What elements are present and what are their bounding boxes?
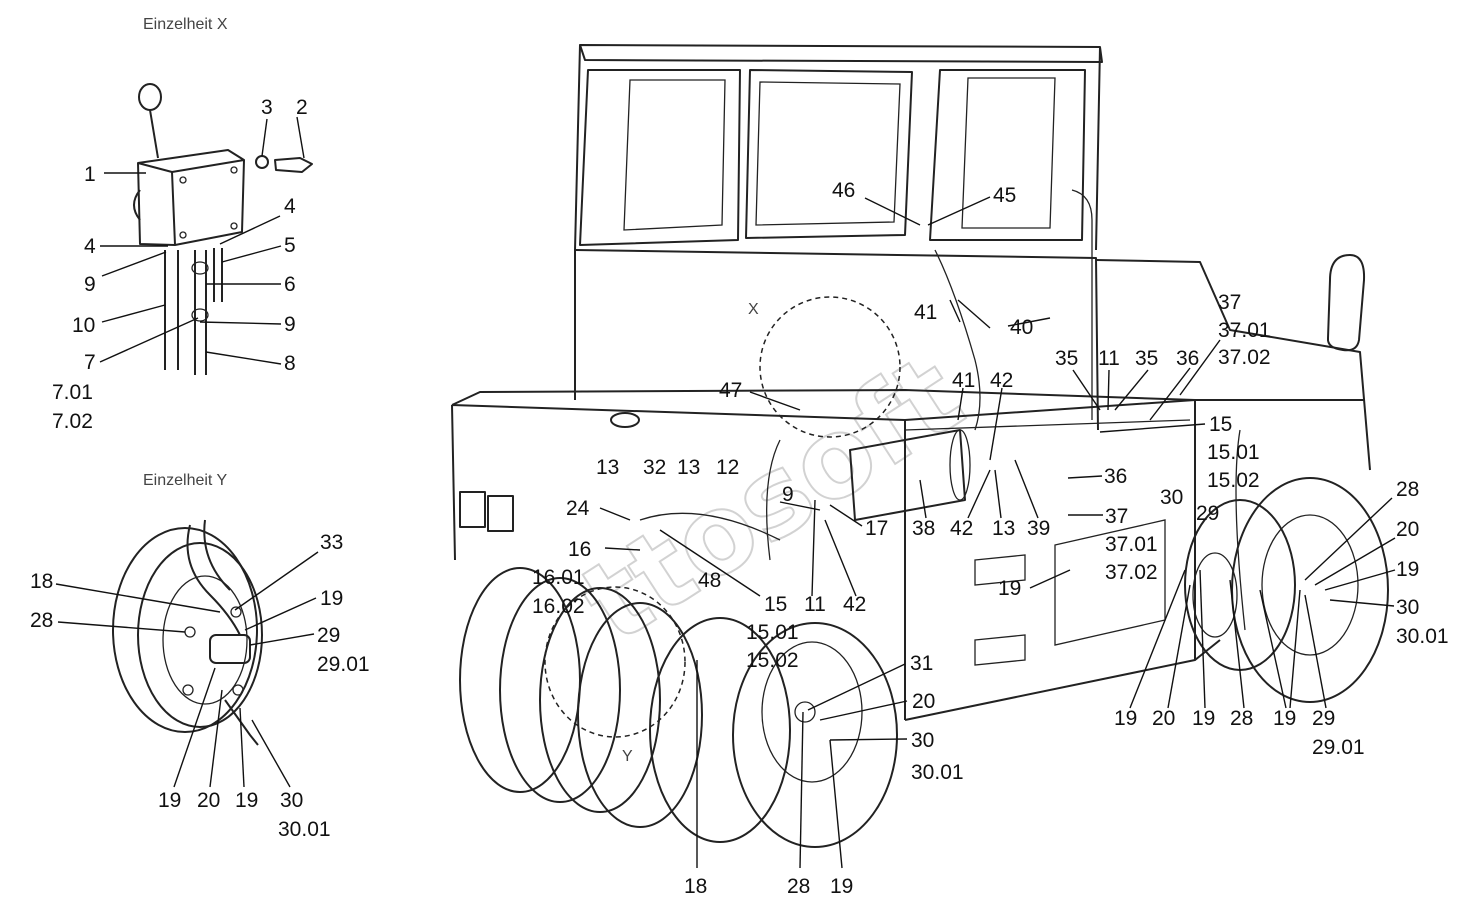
part-label: 29 xyxy=(1196,502,1220,525)
part-label: 28 xyxy=(1396,478,1420,501)
part-label: 20 xyxy=(1152,707,1176,730)
part-label: 24 xyxy=(566,497,590,520)
part-label: 38 xyxy=(912,517,936,540)
part-label: 11 xyxy=(804,593,826,616)
part-label: 19 xyxy=(235,789,259,812)
leader-lines xyxy=(55,116,1396,869)
part-label: 11 xyxy=(1098,347,1120,370)
part-label: 7.01 xyxy=(52,381,93,404)
part-label: 20 xyxy=(1396,518,1420,541)
part-label: 39 xyxy=(1027,517,1051,540)
part-label: 29 xyxy=(317,624,341,647)
part-label: 15.01 xyxy=(1207,441,1260,464)
part-label: 13 xyxy=(596,456,620,479)
detail-y-drawing xyxy=(112,519,263,746)
part-label: 10 xyxy=(72,314,96,337)
part-label: 4 xyxy=(84,235,96,258)
part-label: 30 xyxy=(1396,596,1420,619)
detail-x-drawing xyxy=(133,83,313,375)
part-label: 35 xyxy=(1055,347,1079,370)
part-label: 33 xyxy=(320,531,344,554)
part-label: 37 xyxy=(1105,505,1129,528)
part-label: 4 xyxy=(284,195,296,218)
part-label: 19 xyxy=(998,577,1022,600)
part-label: 29.01 xyxy=(1312,736,1365,759)
part-label: 28 xyxy=(30,609,54,632)
part-label: 2 xyxy=(296,96,308,119)
part-label: 19 xyxy=(830,875,854,898)
part-label: 30.01 xyxy=(1396,625,1449,648)
part-label: 30 xyxy=(911,729,935,752)
part-label: 28 xyxy=(1230,707,1254,730)
part-label: 16.02 xyxy=(532,595,585,618)
part-label: 42 xyxy=(950,517,974,540)
part-label: 37.02 xyxy=(1218,346,1271,369)
part-label: 41 xyxy=(914,301,938,324)
part-label: 13 xyxy=(992,517,1016,540)
part-label: 9 xyxy=(84,273,96,296)
part-label: 19 xyxy=(1396,558,1420,581)
part-label: 36 xyxy=(1104,465,1128,488)
part-label: 16.01 xyxy=(532,566,585,589)
part-label: 30 xyxy=(1160,486,1184,509)
part-label: 15 xyxy=(764,593,788,616)
part-label: 30 xyxy=(280,789,304,812)
part-label: 15 xyxy=(1209,413,1233,436)
detail-x-title: Einzelheit X xyxy=(143,16,228,33)
part-label: 32 xyxy=(643,456,667,479)
part-label: 7.02 xyxy=(52,410,93,433)
part-label: 8 xyxy=(284,352,296,375)
part-label: 45 xyxy=(993,184,1017,207)
part-label: 31 xyxy=(910,652,934,675)
part-label: 18 xyxy=(30,570,54,593)
part-label: 12 xyxy=(716,456,740,479)
part-label: 17 xyxy=(865,517,889,540)
machine-main xyxy=(451,44,1389,848)
part-label: 16 xyxy=(568,538,592,561)
part-label: 46 xyxy=(832,179,856,202)
part-label: 28 xyxy=(787,875,811,898)
part-label: 3 xyxy=(261,96,273,119)
part-label: 30.01 xyxy=(911,761,964,784)
part-label: 1 xyxy=(84,163,96,186)
part-label: 36 xyxy=(1176,347,1200,370)
part-label: 9 xyxy=(284,313,296,336)
part-label: 47 xyxy=(719,379,743,402)
part-label: 6 xyxy=(284,273,296,296)
part-label: 7 xyxy=(84,351,96,374)
part-label: 41 xyxy=(952,369,976,392)
part-label: 37.01 xyxy=(1105,533,1158,556)
part-label: 29 xyxy=(1312,707,1336,730)
part-label: 20 xyxy=(197,789,221,812)
part-label: 29.01 xyxy=(317,653,370,676)
part-label: 15.01 xyxy=(746,621,799,644)
part-label: 42 xyxy=(990,369,1014,392)
part-label: 19 xyxy=(158,789,182,812)
detail-x-marker: X xyxy=(748,301,759,318)
part-label: 30.01 xyxy=(278,818,331,841)
part-label: 19 xyxy=(320,587,344,610)
part-label: 42 xyxy=(843,593,867,616)
part-label: 35 xyxy=(1135,347,1159,370)
detail-y-marker: Y xyxy=(622,748,633,765)
part-label: 19 xyxy=(1192,707,1216,730)
part-label: 5 xyxy=(284,234,296,257)
part-label: 19 xyxy=(1114,707,1138,730)
part-label: 9 xyxy=(782,483,794,506)
part-label: 40 xyxy=(1010,316,1034,339)
part-label: 15.02 xyxy=(746,649,799,672)
part-label: 48 xyxy=(698,569,722,592)
part-label: 37 xyxy=(1218,291,1242,314)
part-label: 19 xyxy=(1273,707,1297,730)
part-label: 20 xyxy=(912,690,936,713)
part-label: 13 xyxy=(677,456,701,479)
part-label: 18 xyxy=(684,875,708,898)
part-label: 15.02 xyxy=(1207,469,1260,492)
detail-y-title: Einzelheit Y xyxy=(143,472,228,489)
part-label: 37.02 xyxy=(1105,561,1158,584)
part-label: 37.01 xyxy=(1218,319,1271,342)
